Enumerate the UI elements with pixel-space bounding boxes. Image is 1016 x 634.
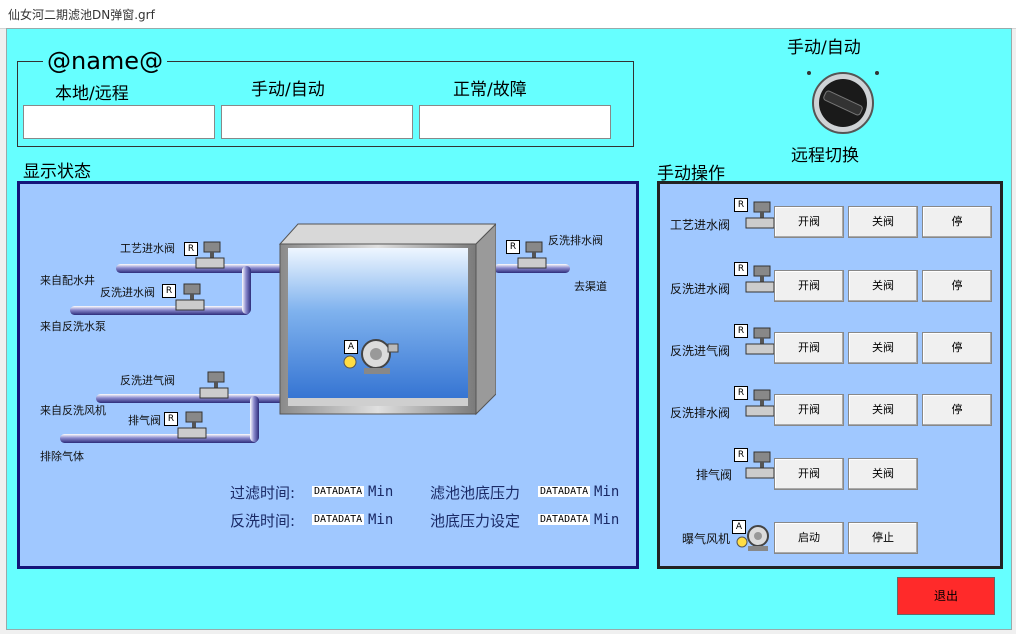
row-exhaust-valve-icon [745,451,775,479]
exhaust-valve-label: 排气阀 [128,414,161,427]
backwash-in-pipe [70,306,250,315]
exhaust-valve-icon[interactable] [174,410,210,440]
row-drain-valve-icon [745,389,775,417]
pressure-setpoint-unit: Min [594,512,620,528]
process-in-valve-icon[interactable] [192,240,228,270]
backwash-air-pipe [96,394,286,403]
backwash-air-valve-icon[interactable] [196,370,232,400]
from-backwash-pump-label: 来自反洗水泵 [40,320,106,333]
drain-valve-label: 反洗排水阀 [548,234,603,247]
backwash-time-unit: Min [368,512,394,528]
row-process-in-r-badge: R [734,198,748,212]
exhaust-pipe [60,434,258,443]
device-name-placeholder: @name@ [43,47,168,75]
row-drain-label: 反洗排水阀 [670,406,731,420]
process-in-stop-button[interactable]: 停 [922,206,992,238]
backwash-time-value: DATADATA [312,514,365,525]
switch-top-label: 手动/自动 [787,38,861,58]
drain-stop-button[interactable]: 停 [922,394,992,426]
drain-open-button[interactable]: 开阀 [774,394,844,426]
backwash-in-close-button[interactable]: 关阀 [848,270,918,302]
normal-fault-label: 正常/故障 [453,80,527,100]
backwash-in-stop-button[interactable]: 停 [922,270,992,302]
exhaust-gas-label: 排除气体 [40,450,84,463]
row-backwash-air-valve-icon [745,327,775,355]
filter-time-value: DATADATA [312,486,365,497]
drain-valve-r-badge: R [506,240,520,254]
hmi-popup: @name@ 本地/远程 手动/自动 正常/故障 手动/自动 远程切换 显示状态 [6,28,1012,630]
manual-auto-label: 手动/自动 [251,80,325,100]
row-exhaust-r-badge: R [734,448,748,462]
row-exhaust-label: 排气阀 [696,468,733,482]
process-in-valve-label: 工艺进水阀 [120,242,175,255]
exhaust-close-button[interactable]: 关阀 [848,458,918,490]
row-backwash-air-label: 反洗进气阀 [670,344,731,358]
bottom-pressure-unit: Min [594,484,620,500]
manual-operation-panel: 工艺进水阀 R 开阀 关阀 停 反洗进水阀 R 开阀 关阀 停 反洗进气阀 R … [657,181,1003,569]
blower-start-button[interactable]: 启动 [774,522,844,554]
backwash-air-close-button[interactable]: 关阀 [848,332,918,364]
title-bar: 仙女河二期滤池DN弹窗.grf [0,0,1016,29]
row-backwash-in-valve-icon [745,265,775,293]
filter-tank [278,223,496,416]
filter-time-unit: Min [368,484,394,500]
normal-fault-field[interactable] [419,105,611,139]
pressure-setpoint-label: 池底压力设定 [430,512,521,530]
from-distribution-well-label: 来自配水井 [40,274,95,287]
row-backwash-in-r-badge: R [734,262,748,276]
backwash-in-open-button[interactable]: 开阀 [774,270,844,302]
backwash-air-stop-button[interactable]: 停 [922,332,992,364]
manual-operation-title: 手动操作 [657,164,725,184]
blower-auto-badge: A [344,340,358,354]
rotary-switch-icon[interactable] [803,67,883,139]
row-backwash-in-label: 反洗进水阀 [670,282,731,296]
local-remote-label: 本地/远程 [55,84,129,104]
exhaust-riser [250,396,259,442]
status-info-frame [17,61,634,147]
bottom-pressure-label: 滤池池底压力 [430,484,521,502]
to-drain-label: 去渠道 [574,280,607,293]
filter-time-label: 过滤时间: [230,484,296,502]
backwash-in-valve-icon[interactable] [172,282,208,312]
row-backwash-air-r-badge: R [734,324,748,338]
row-aeration-blower-label: 曝气风机 [682,532,731,546]
backwash-air-open-button[interactable]: 开阀 [774,332,844,364]
local-remote-field[interactable] [23,105,215,139]
window-title: 仙女河二期滤池DN弹窗.grf [8,8,155,22]
backwash-air-valve-label: 反洗进气阀 [120,374,175,387]
backwash-time-label: 反洗时间: [230,512,296,530]
exhaust-valve-r-badge: R [164,412,178,426]
display-status-title: 显示状态 [23,162,91,182]
process-in-valve-r-badge: R [184,242,198,256]
backwash-in-valve-label: 反洗进水阀 [100,286,155,299]
blower-icon [343,339,399,374]
backwash-in-valve-r-badge: R [162,284,176,298]
row-aeration-blower-icon [736,525,769,551]
exhaust-open-button[interactable]: 开阀 [774,458,844,490]
manual-auto-field[interactable] [221,105,413,139]
blower-stop-button[interactable]: 停止 [848,522,918,554]
pressure-setpoint-value: DATADATA [538,514,591,525]
drain-close-button[interactable]: 关阀 [848,394,918,426]
exit-button[interactable]: 退出 [897,577,995,615]
process-in-close-button[interactable]: 关阀 [848,206,918,238]
switch-bottom-label: 远程切换 [791,146,859,166]
drain-valve-icon[interactable] [514,240,550,270]
backwash-in-riser [242,266,251,314]
display-status-panel: A R 工艺进水阀 来自配水井 R 反洗进水阀 来自反洗水泵 反洗进气阀 来自反… [17,181,639,569]
from-backwash-blower-label: 来自反洗风机 [40,404,106,417]
bottom-pressure-value: DATADATA [538,486,591,497]
row-aeration-blower-a-badge: A [732,520,746,534]
process-in-open-button[interactable]: 开阀 [774,206,844,238]
row-process-in-valve-icon [745,201,775,229]
row-drain-r-badge: R [734,386,748,400]
row-process-in-label: 工艺进水阀 [670,218,731,232]
